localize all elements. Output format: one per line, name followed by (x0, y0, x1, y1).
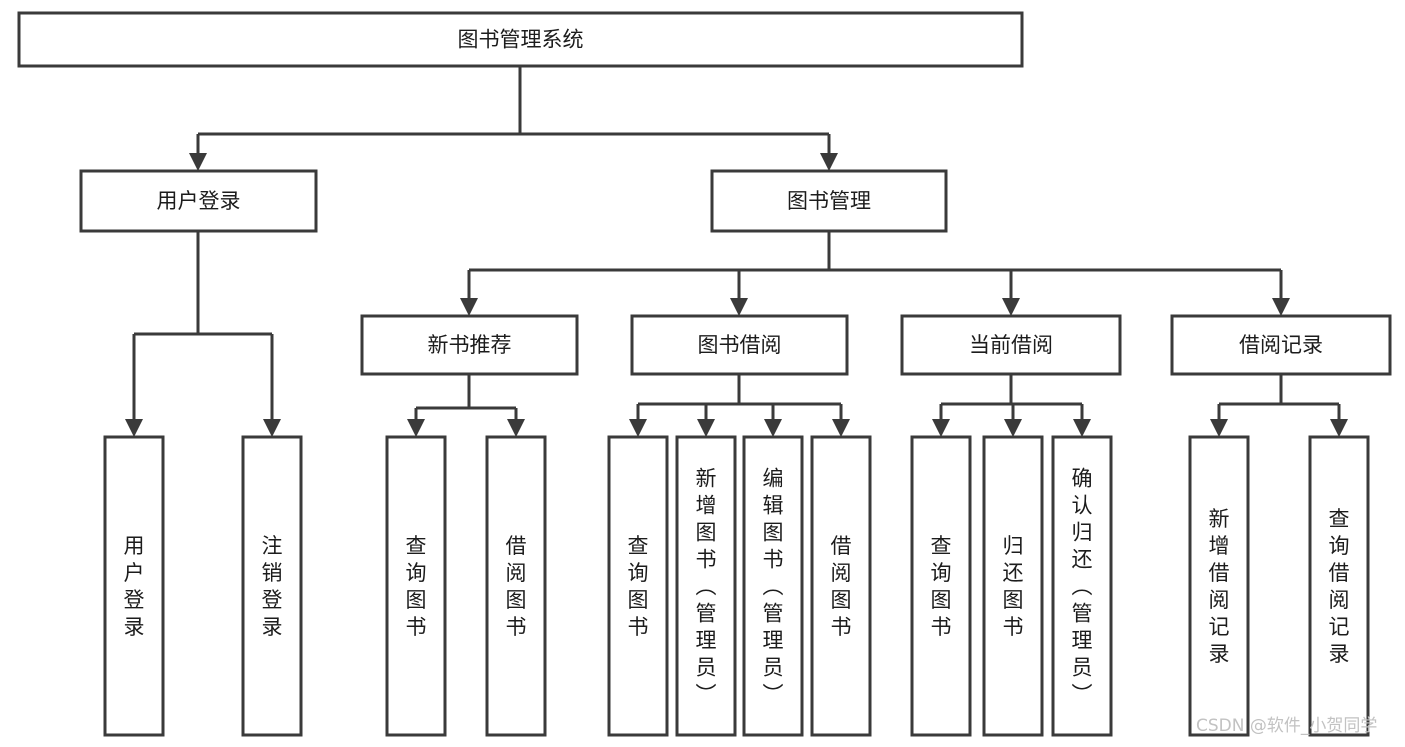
node-leaf_5[interactable]: 查询图书 (607, 435, 669, 737)
node-leaf_6[interactable]: 新增图书︵管理员︶ (675, 435, 737, 737)
node-box-l3_1[interactable] (360, 314, 579, 376)
node-box-l2_2[interactable] (710, 169, 948, 233)
arrow-head-icon (189, 153, 207, 171)
node-l2_1[interactable]: 用户登录 (79, 169, 318, 233)
node-leaf_9[interactable]: 查询图书 (910, 435, 972, 737)
arrow-head-icon (1272, 298, 1290, 316)
node-box-leaf_5[interactable] (607, 435, 669, 737)
node-label-l2_1: 用户登录 (157, 189, 241, 213)
node-box-leaf_11[interactable] (1051, 435, 1113, 737)
node-label-leaf_10: 归还图书 (1003, 534, 1024, 639)
arrow-head-icon (507, 419, 525, 437)
node-label-leaf_13: 查询借阅记录 (1329, 507, 1350, 666)
node-box-leaf_6[interactable] (675, 435, 737, 737)
arrow-head-icon (730, 298, 748, 316)
node-l3_1[interactable]: 新书推荐 (360, 314, 579, 376)
node-box-l3_4[interactable] (1170, 314, 1392, 376)
node-label-leaf_6: 新增图书︵管理员︶ (696, 467, 717, 707)
node-leaf_1[interactable]: 用户登录 (103, 435, 165, 737)
arrow-head-icon (1004, 419, 1022, 437)
node-l2_2[interactable]: 图书管理 (710, 169, 948, 233)
node-box-leaf_8[interactable] (810, 435, 872, 737)
node-box-leaf_4[interactable] (485, 435, 547, 737)
arrow-head-icon (407, 419, 425, 437)
node-leaf_8[interactable]: 借阅图书 (810, 435, 872, 737)
node-box-leaf_3[interactable] (385, 435, 447, 737)
csdn-watermark: CSDN @软件_小贺同学 (1196, 716, 1377, 736)
connectors-layer (125, 66, 1348, 437)
node-box-leaf_10[interactable] (982, 435, 1044, 737)
node-l3_3[interactable]: 当前借阅 (900, 314, 1122, 376)
arrow-head-icon (125, 419, 143, 437)
node-box-leaf_7[interactable] (742, 435, 804, 737)
arrow-head-icon (1210, 419, 1228, 437)
node-label-leaf_8: 借阅图书 (831, 534, 852, 639)
arrow-head-icon (629, 419, 647, 437)
node-box-leaf_1[interactable] (103, 435, 165, 737)
node-label-l2_2: 图书管理 (787, 189, 871, 213)
node-label-leaf_4: 借阅图书 (506, 534, 527, 639)
node-box-leaf_13[interactable] (1308, 435, 1370, 737)
node-label-leaf_5: 查询图书 (628, 534, 649, 639)
node-l3_2[interactable]: 图书借阅 (630, 314, 849, 376)
arrow-head-icon (820, 153, 838, 171)
node-label-leaf_12: 新增借阅记录 (1209, 507, 1230, 666)
node-box-leaf_2[interactable] (241, 435, 303, 737)
node-leaf_2[interactable]: 注销登录 (241, 435, 303, 737)
node-leaf_11[interactable]: 确认归还︵管理员︶ (1051, 435, 1113, 737)
arrow-head-icon (1002, 298, 1020, 316)
arrow-head-icon (263, 419, 281, 437)
node-box-leaf_12[interactable] (1188, 435, 1250, 737)
node-label-l3_2: 图书借阅 (698, 333, 782, 357)
node-leaf_7[interactable]: 编辑图书︵管理员︶ (742, 435, 804, 737)
node-label-leaf_2: 注销登录 (262, 534, 283, 639)
node-label-root: 图书管理系统 (458, 28, 584, 52)
node-label-leaf_1: 用户登录 (124, 534, 145, 639)
arrow-head-icon (1073, 419, 1091, 437)
arrow-head-icon (460, 298, 478, 316)
node-box-l2_1[interactable] (79, 169, 318, 233)
node-label-l3_4: 借阅记录 (1239, 333, 1323, 357)
nodes-layer: 图书管理系统用户登录图书管理新书推荐图书借阅当前借阅借阅记录用户登录注销登录查询… (17, 11, 1392, 737)
node-label-leaf_9: 查询图书 (931, 534, 952, 639)
arrow-head-icon (764, 419, 782, 437)
arrow-head-icon (832, 419, 850, 437)
node-label-leaf_3: 查询图书 (406, 534, 427, 639)
node-box-root[interactable] (17, 11, 1024, 68)
node-box-l3_3[interactable] (900, 314, 1122, 376)
node-label-l3_1: 新书推荐 (428, 333, 512, 357)
node-leaf_3[interactable]: 查询图书 (385, 435, 447, 737)
node-box-l3_2[interactable] (630, 314, 849, 376)
node-leaf_4[interactable]: 借阅图书 (485, 435, 547, 737)
node-label-leaf_7: 编辑图书︵管理员︶ (763, 467, 784, 707)
node-root[interactable]: 图书管理系统 (17, 11, 1024, 68)
node-label-l3_3: 当前借阅 (969, 333, 1053, 357)
arrow-head-icon (932, 419, 950, 437)
node-l3_4[interactable]: 借阅记录 (1170, 314, 1392, 376)
node-leaf_10[interactable]: 归还图书 (982, 435, 1044, 737)
arrow-head-icon (1330, 419, 1348, 437)
arrow-head-icon (697, 419, 715, 437)
node-leaf_12[interactable]: 新增借阅记录 (1188, 435, 1250, 737)
node-label-leaf_11: 确认归还︵管理员︶ (1072, 467, 1093, 707)
node-box-leaf_9[interactable] (910, 435, 972, 737)
node-leaf_13[interactable]: 查询借阅记录 (1308, 435, 1370, 737)
